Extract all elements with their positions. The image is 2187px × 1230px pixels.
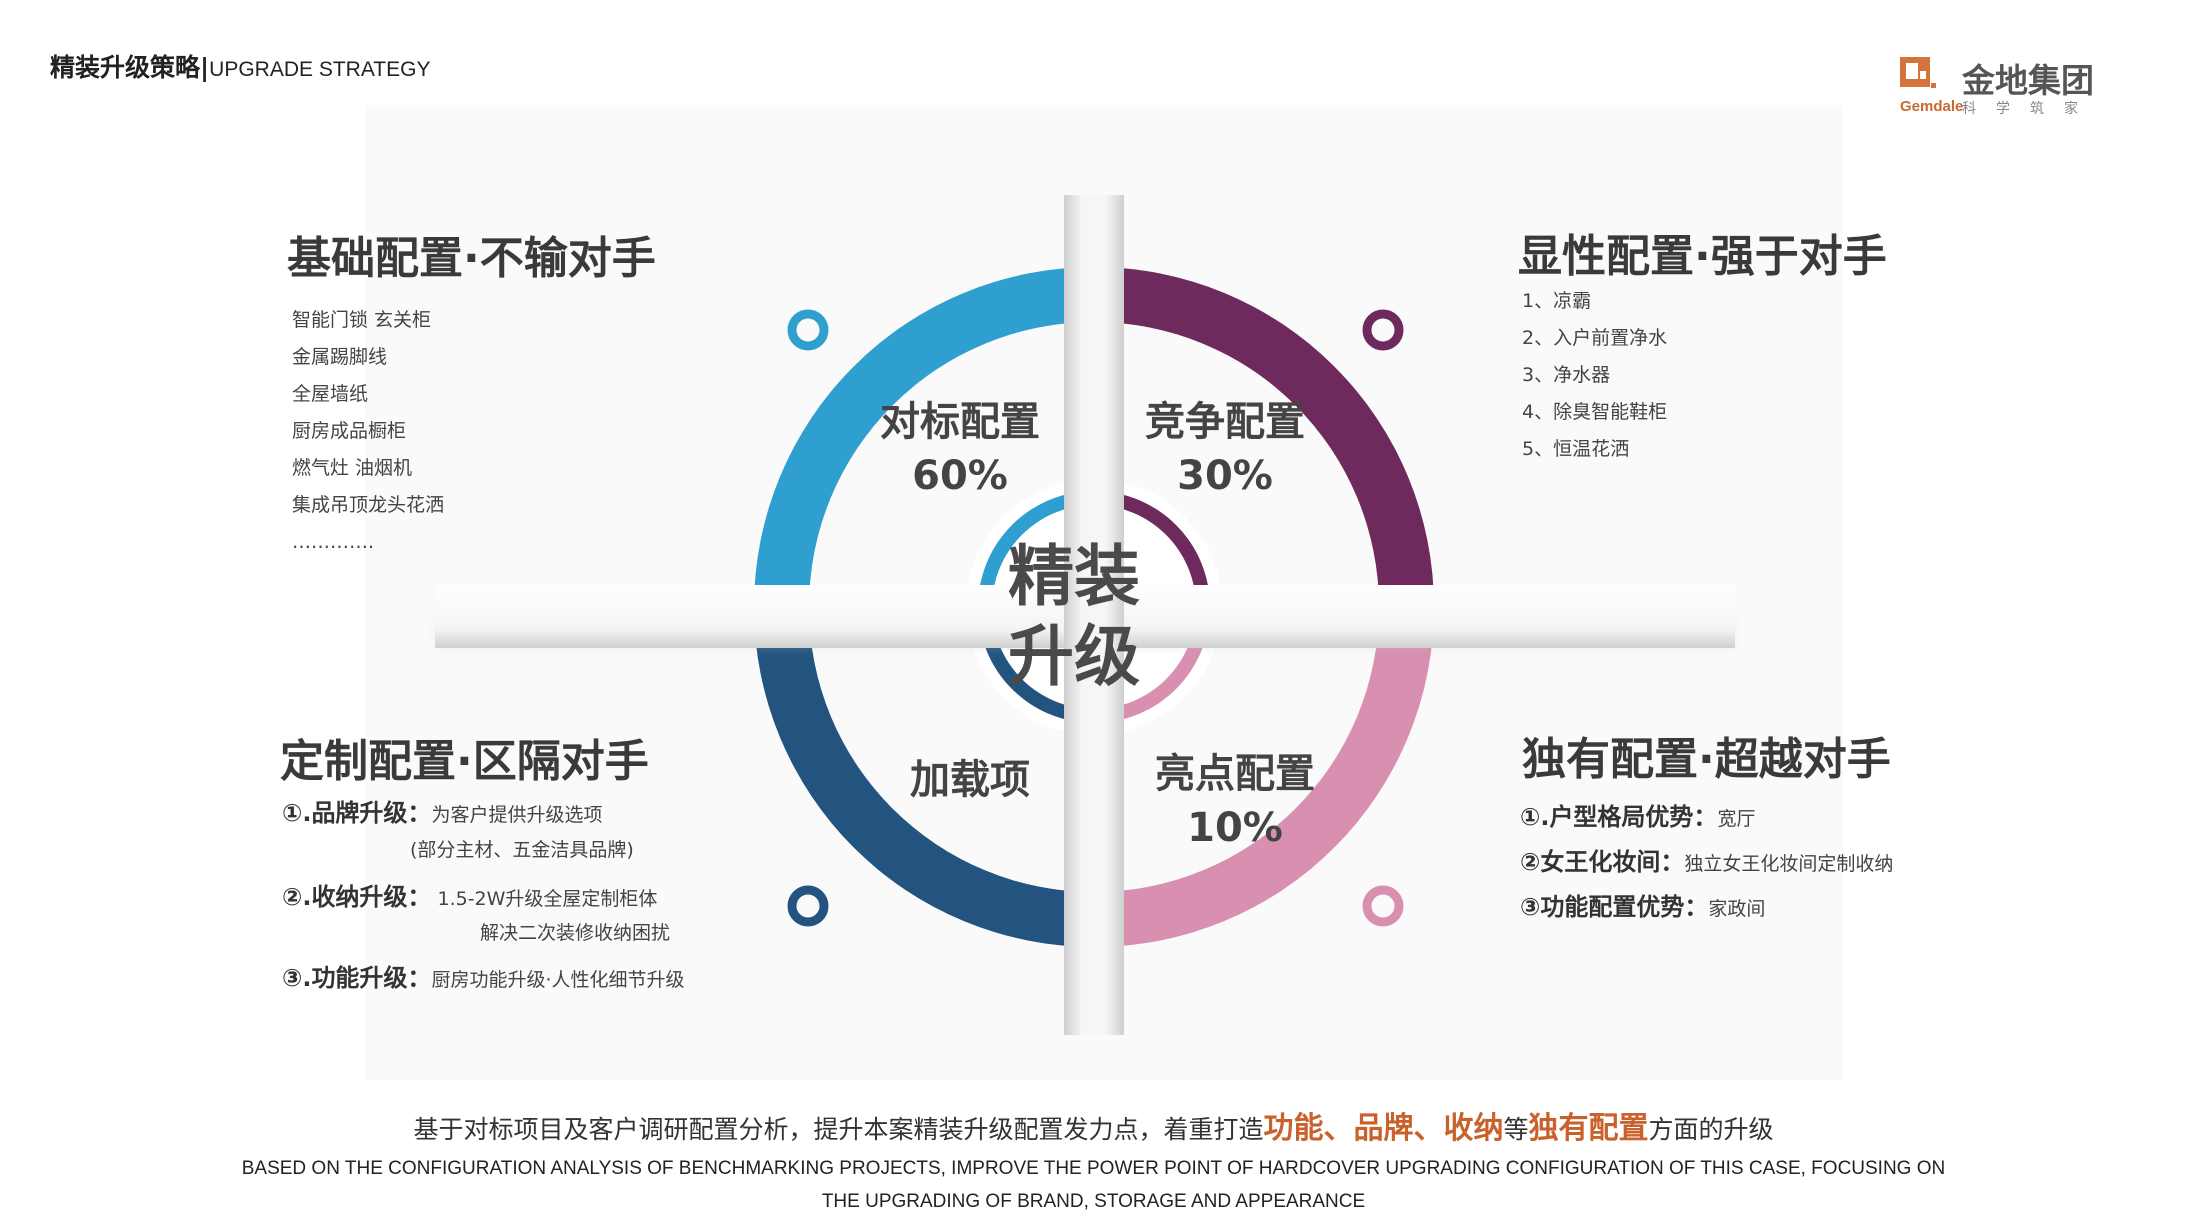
page-title-en: UPGRADE STRATEGY [209, 58, 431, 81]
logo-name: 金地集团 [1962, 61, 2094, 100]
list-item: 1、凉霸 [1522, 290, 1592, 312]
dot-bottom-right [1362, 885, 1404, 927]
list-item: 厨房成品橱柜 [292, 420, 407, 442]
list-item: 2、入户前置净水 [1522, 327, 1668, 349]
custom-feature-storage-note: 解决二次装修收纳困扰 [480, 918, 670, 945]
custom-feature-brand-note: (部分主材、五金洁具品牌) [410, 835, 634, 862]
list-item: 燃气灶 油烟机 [292, 457, 413, 479]
visible-config-list: 1、凉霸 2、入户前置净水 3、净水器 4、除臭智能鞋柜 5、恒温花洒 [1522, 283, 1667, 468]
list-item: 全屋墙纸 [292, 383, 369, 405]
center-label: 精装 升级 [994, 537, 1154, 697]
segment-name-highlight: 亮点配置 [1155, 751, 1315, 797]
ring-segment-top-right [1094, 267, 1434, 607]
segment-value-competitive: 30% [1177, 453, 1273, 499]
exclusive-feature-dressing-room: ②女王化妆间：独立女王化妆间定制收纳 [1520, 842, 1893, 877]
ring-segment-top-left [754, 267, 1094, 607]
segment-label-top-left: 对标配置 60% [865, 395, 1055, 503]
quadrant-title-exclusive: 独有配置·超越对手 [1522, 734, 1891, 785]
segment-label-bottom-right: 亮点配置 10% [1140, 747, 1330, 855]
segment-value-highlight: 10% [1187, 805, 1283, 851]
summary-highlight: 独有配置 [1528, 1111, 1649, 1146]
feature-desc: 宽厅 [1717, 808, 1756, 830]
summary-en: BASED ON THE CONFIGURATION ANALYSIS OF B… [241, 1158, 1946, 1212]
feature-desc: 厨房功能升级·人性化细节升级 [431, 969, 685, 991]
feature-key: ③.功能升级： [282, 964, 432, 992]
segment-label-bottom-left: 加载项 [875, 753, 1065, 807]
brand-logo: 金地集团 Gemdale 科学筑家 [1900, 54, 2120, 118]
summary-highlight: 功能、品牌、收纳 [1263, 1111, 1504, 1146]
list-item: 3、净水器 [1522, 364, 1611, 386]
logo-english: Gemdale [1900, 98, 1964, 115]
page-title-cn: 精装升级策略 [50, 53, 201, 82]
list-item: 5、恒温花洒 [1522, 438, 1630, 460]
summary-text: 等 [1503, 1115, 1529, 1144]
title-separator: | [200, 53, 210, 82]
logo-slogan: 科学筑家 [1962, 101, 2098, 117]
feature-key: ①.品牌升级： [282, 799, 432, 827]
basic-config-list: 智能门锁 玄关柜 金属踢脚线 全屋墙纸 厨房成品橱柜 燃气灶 油烟机 集成吊顶龙… [292, 302, 444, 561]
segment-name-benchmark: 对标配置 [880, 399, 1040, 445]
feature-desc: (部分主材、五金洁具品牌) [410, 839, 634, 861]
feature-desc: 1.5-2W升级全屋定制柜体 [431, 888, 658, 910]
exclusive-feature-layout: ①.户型格局优势：宽厅 [1520, 797, 1755, 832]
segment-value-benchmark: 60% [912, 453, 1008, 499]
quadrant-title-basic: 基础配置·不输对手 [287, 233, 656, 284]
quadrant-title-custom: 定制配置·区隔对手 [280, 736, 649, 787]
dot-top-left [787, 309, 829, 351]
segment-label-top-right: 竞争配置 30% [1130, 395, 1320, 503]
feature-desc: 解决二次装修收纳困扰 [480, 922, 671, 944]
feature-key: ③功能配置优势： [1520, 893, 1709, 921]
custom-feature-storage: ②.收纳升级： 1.5-2W升级全屋定制柜体 [282, 877, 657, 912]
dot-top-right [1362, 309, 1404, 351]
summary-text: 基于对标项目及客户调研配置分析，提升本案精装升级配置发力点，着重打造 [413, 1115, 1264, 1144]
list-item: 4、除臭智能鞋柜 [1522, 401, 1668, 423]
feature-desc: 家政间 [1708, 898, 1766, 920]
segment-name-competitive: 竞争配置 [1145, 399, 1305, 445]
list-item: 金属踢脚线 [292, 346, 388, 368]
quadrant-title-visible: 显性配置·强于对手 [1518, 231, 1887, 282]
feature-key: ②.收纳升级： [282, 883, 432, 911]
custom-feature-function: ③.功能升级：厨房功能升级·人性化细节升级 [282, 958, 684, 993]
center-label-line2: 升级 [1008, 618, 1140, 695]
dot-bottom-left [787, 885, 829, 927]
center-label-line1: 精装 [1008, 538, 1140, 615]
feature-desc: 为客户提供升级选项 [431, 804, 603, 826]
summary-cn: 基于对标项目及客户调研配置分析，提升本案精装升级配置发力点，着重打造功能、品牌、… [0, 1103, 2187, 1147]
feature-key: ②女王化妆间： [1520, 848, 1685, 876]
list-item: …………. [292, 531, 375, 553]
page-title: 精装升级策略|UPGRADE STRATEGY [50, 48, 430, 84]
vertical-cross-bar [1064, 195, 1124, 1035]
feature-desc: 独立女王化妆间定制收纳 [1684, 853, 1894, 875]
segment-name-addon: 加载项 [910, 757, 1030, 803]
summary-text: 方面的升级 [1648, 1115, 1774, 1144]
list-item: 集成吊顶龙头花洒 [292, 494, 445, 516]
exclusive-feature-function: ③功能配置优势：家政间 [1520, 887, 1765, 922]
list-item: 智能门锁 玄关柜 [292, 309, 432, 331]
custom-feature-brand: ①.品牌升级：为客户提供升级选项 [282, 793, 602, 828]
feature-key: ①.户型格局优势： [1520, 803, 1718, 831]
gemdale-logo-icon [1900, 57, 1936, 88]
